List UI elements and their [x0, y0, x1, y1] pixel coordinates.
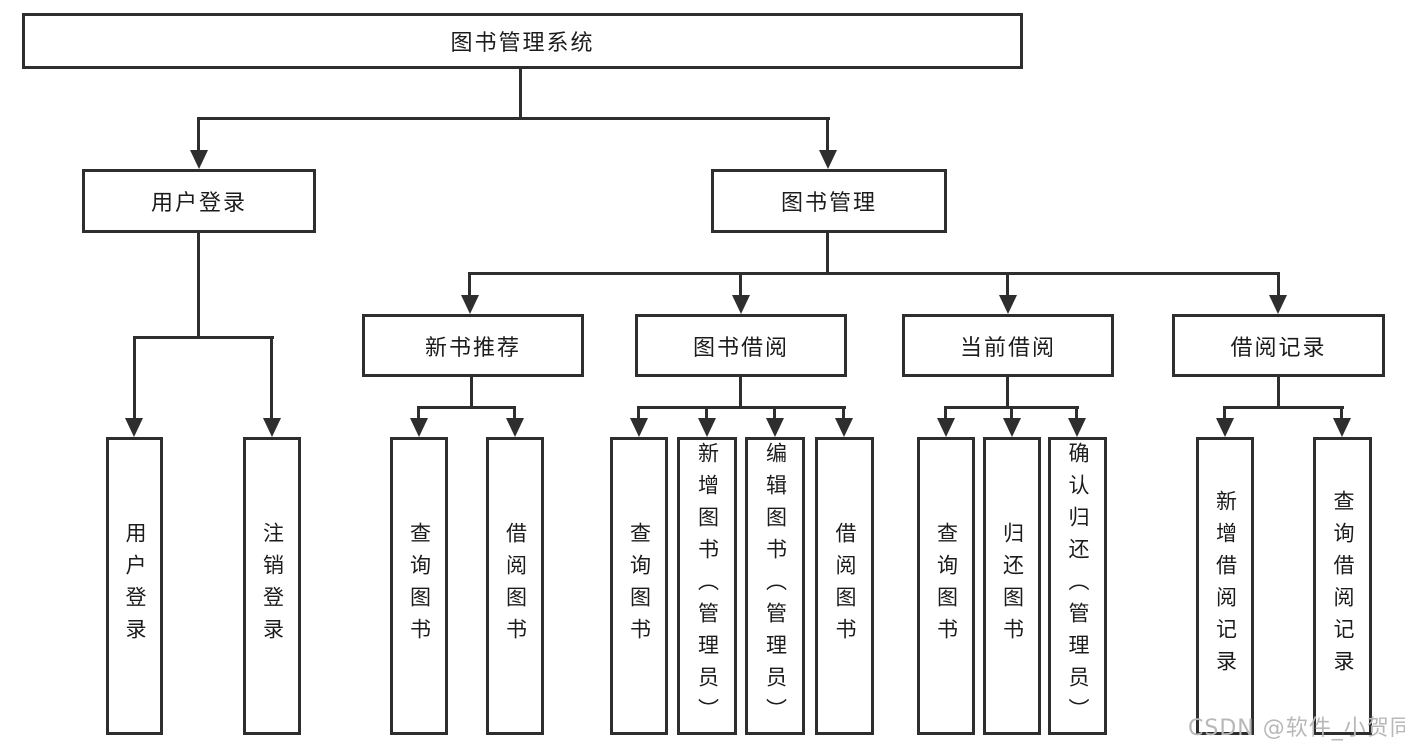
line	[417, 406, 516, 409]
line	[842, 406, 845, 419]
leaf-query-borrow-record-label: 查询借阅记录	[1331, 490, 1355, 682]
leaf-user-login-label: 用户登录	[123, 522, 147, 650]
line	[197, 233, 200, 338]
node-current-borrow: 当前借阅	[902, 314, 1114, 377]
line	[417, 406, 420, 419]
arrowhead	[835, 418, 853, 437]
arrowhead	[766, 418, 784, 437]
arrowhead	[461, 295, 479, 314]
node-book-borrow: 图书借阅	[635, 314, 847, 377]
node-book-management-label: 图书管理	[780, 191, 877, 216]
arrowhead	[698, 418, 716, 437]
node-root-label: 图书管理系统	[450, 31, 595, 56]
leaf-borrow-book-recommend: 借阅图书	[486, 437, 544, 735]
leaf-edit-book-admin-label: 编辑图书（管理员）	[763, 442, 788, 730]
arrowhead	[999, 295, 1017, 314]
leaf-borrow-book: 借阅图书	[815, 437, 874, 735]
node-book-borrow-label: 图书借阅	[692, 335, 789, 361]
leaf-return-book-label: 归还图书	[1000, 522, 1025, 650]
line	[513, 406, 516, 419]
leaf-logout-label: 注销登录	[260, 522, 285, 650]
leaf-user-login: 用户登录	[106, 437, 163, 735]
line	[1223, 406, 1344, 409]
arrowhead	[410, 418, 428, 437]
line	[468, 272, 1280, 275]
node-borrow-records-label: 借阅记录	[1230, 335, 1327, 361]
leaf-query-borrow-record: 查询借阅记录	[1313, 437, 1372, 735]
line	[198, 117, 830, 120]
leaf-query-book-borrow: 查询图书	[610, 437, 668, 735]
node-borrow-records: 借阅记录	[1172, 314, 1385, 377]
leaf-logout: 注销登录	[243, 437, 301, 735]
node-root: 图书管理系统	[22, 13, 1023, 69]
line	[1277, 272, 1280, 295]
line	[739, 377, 742, 408]
line	[944, 406, 947, 419]
leaf-query-book-recommend-label: 查询图书	[407, 522, 432, 650]
line	[1340, 406, 1343, 419]
line	[197, 117, 200, 151]
leaf-query-book-current-label: 查询图书	[934, 522, 959, 650]
line	[826, 117, 829, 151]
arrowhead	[263, 418, 281, 437]
leaf-borrow-book-label: 借阅图书	[833, 522, 857, 650]
line	[1075, 406, 1078, 419]
node-user-login-label: 用户登录	[150, 191, 247, 216]
line	[637, 406, 846, 409]
arrowhead	[937, 418, 955, 437]
line	[773, 406, 776, 419]
watermark-text: CSDN @软件_小贺同学	[1188, 716, 1405, 741]
leaf-add-book-admin: 新增图书（管理员）	[677, 437, 737, 735]
arrowhead	[630, 418, 648, 437]
line	[1006, 377, 1009, 408]
arrowhead	[1003, 418, 1021, 437]
leaf-add-borrow-record-label: 新增借阅记录	[1213, 490, 1238, 682]
leaf-query-book-borrow-label: 查询图书	[627, 522, 652, 650]
arrowhead	[190, 150, 208, 169]
leaf-query-book-current: 查询图书	[917, 437, 975, 735]
line	[133, 336, 136, 418]
arrowhead	[1216, 418, 1234, 437]
line	[519, 69, 522, 119]
leaf-add-borrow-record: 新增借阅记录	[1196, 437, 1254, 735]
arrowhead	[506, 418, 524, 437]
line	[1006, 272, 1009, 295]
line	[133, 336, 274, 339]
node-book-management: 图书管理	[711, 169, 947, 233]
node-current-borrow-label: 当前借阅	[959, 335, 1056, 361]
line	[270, 336, 273, 418]
arrowhead	[732, 295, 750, 314]
node-new-book-recommend-label: 新书推荐	[424, 335, 521, 361]
line	[637, 406, 640, 419]
arrowhead	[1333, 418, 1351, 437]
leaf-add-book-admin-label: 新增图书（管理员）	[695, 442, 720, 730]
line	[705, 406, 708, 419]
leaf-query-book-recommend: 查询图书	[390, 437, 448, 735]
line	[826, 233, 829, 274]
line	[470, 377, 473, 408]
line	[1277, 377, 1280, 408]
leaf-confirm-return-admin: 确认归还（管理员）	[1048, 437, 1107, 735]
arrowhead	[125, 418, 143, 437]
arrowhead	[1269, 295, 1287, 314]
line	[468, 272, 471, 295]
line	[739, 272, 742, 295]
line	[1223, 406, 1226, 419]
arrowhead	[819, 150, 837, 169]
leaf-return-book: 归还图书	[983, 437, 1041, 735]
arrowhead	[1068, 418, 1086, 437]
node-user-login: 用户登录	[82, 169, 316, 233]
leaf-borrow-book-recommend-label: 借阅图书	[503, 522, 528, 650]
leaf-confirm-return-admin-label: 确认归还（管理员）	[1066, 442, 1090, 730]
leaf-edit-book-admin: 编辑图书（管理员）	[745, 437, 805, 735]
line	[1010, 406, 1013, 419]
node-new-book-recommend: 新书推荐	[362, 314, 584, 377]
